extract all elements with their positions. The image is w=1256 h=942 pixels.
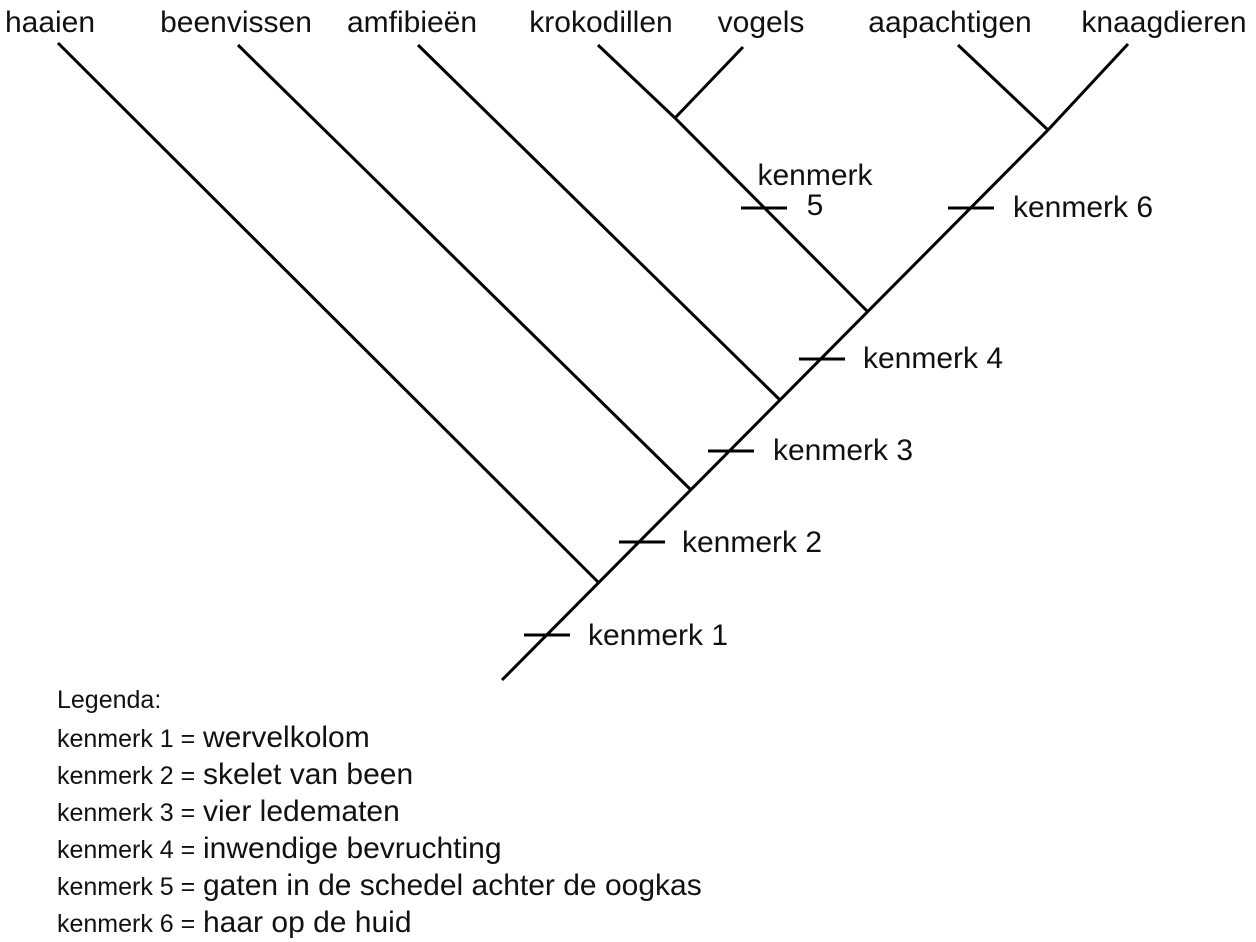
legend-definition: vier ledematen — [203, 795, 400, 828]
branch-vogels — [673, 45, 745, 120]
legend-item-kenmerk-6: kenmerk 6 = haar op de huid — [57, 904, 702, 941]
legend-term: kenmerk 4 = — [57, 836, 196, 864]
feature-label-kenmerk-5: kenmerk 5 — [757, 161, 872, 221]
legend-definition: gaten in de schedel achter de oogkas — [203, 869, 702, 902]
legend-item-kenmerk-4: kenmerk 4 = inwendige bevruchting — [57, 830, 702, 867]
legend-term: kenmerk 2 = — [57, 762, 196, 790]
taxon-label-beenvissen: beenvissen — [160, 6, 312, 39]
trunk-line — [500, 128, 1050, 682]
feature-label-kenmerk-5-number: 5 — [806, 189, 824, 222]
legend-definition: inwendige bevruchting — [203, 832, 502, 865]
branch-beenvissen — [236, 43, 693, 492]
taxon-label-krokodillen: krokodillen — [529, 6, 673, 39]
legend-title: Legenda: — [57, 686, 162, 714]
feature-label-kenmerk-5-word: kenmerk — [757, 159, 873, 192]
branch-knaagdieren — [1046, 42, 1130, 132]
legend-term: kenmerk 5 = — [57, 873, 196, 901]
legend-item-kenmerk-1: kenmerk 1 = wervelkolom — [57, 719, 702, 756]
feature-label-kenmerk-2: kenmerk 2 — [682, 526, 823, 559]
taxon-label-vogels: vogels — [717, 6, 805, 39]
legend-item-kenmerk-3: kenmerk 3 = vier ledematen — [57, 793, 702, 830]
taxon-label-haaien: haaien — [4, 6, 96, 39]
legend-term: kenmerk 6 = — [57, 910, 196, 938]
taxon-label-aapachtigen: aapachtigen — [868, 6, 1032, 39]
taxon-label-knaagdieren: knaagdieren — [1081, 6, 1247, 39]
branch-amfibieen — [416, 43, 782, 402]
feature-label-kenmerk-1: kenmerk 1 — [588, 619, 729, 652]
legend-item-kenmerk-2: kenmerk 2 = skelet van been — [57, 756, 702, 793]
legend-item-kenmerk-5: kenmerk 5 = gaten in de schedel achter d… — [57, 867, 702, 904]
legend-definition: haar op de huid — [203, 906, 412, 939]
taxon-label-amfibieen: amfibieën — [346, 6, 478, 39]
feature-label-kenmerk-6: kenmerk 6 — [1013, 191, 1154, 224]
feature-label-kenmerk-4: kenmerk 4 — [863, 342, 1004, 375]
legend-term: kenmerk 3 = — [57, 799, 196, 827]
branch-krokodillen — [596, 43, 677, 120]
stem-krokodillen-vogels — [673, 116, 870, 314]
feature-label-kenmerk-3: kenmerk 3 — [773, 434, 914, 467]
legend-term: kenmerk 1 = — [57, 725, 196, 753]
legend-definition: wervelkolom — [203, 721, 370, 754]
branch-aapachtigen — [956, 43, 1050, 132]
branch-haaien — [56, 41, 601, 585]
legend-definition: skelet van been — [203, 758, 414, 791]
legend: Legenda: kenmerk 1 = wervelkolom kenmerk… — [57, 682, 702, 941]
